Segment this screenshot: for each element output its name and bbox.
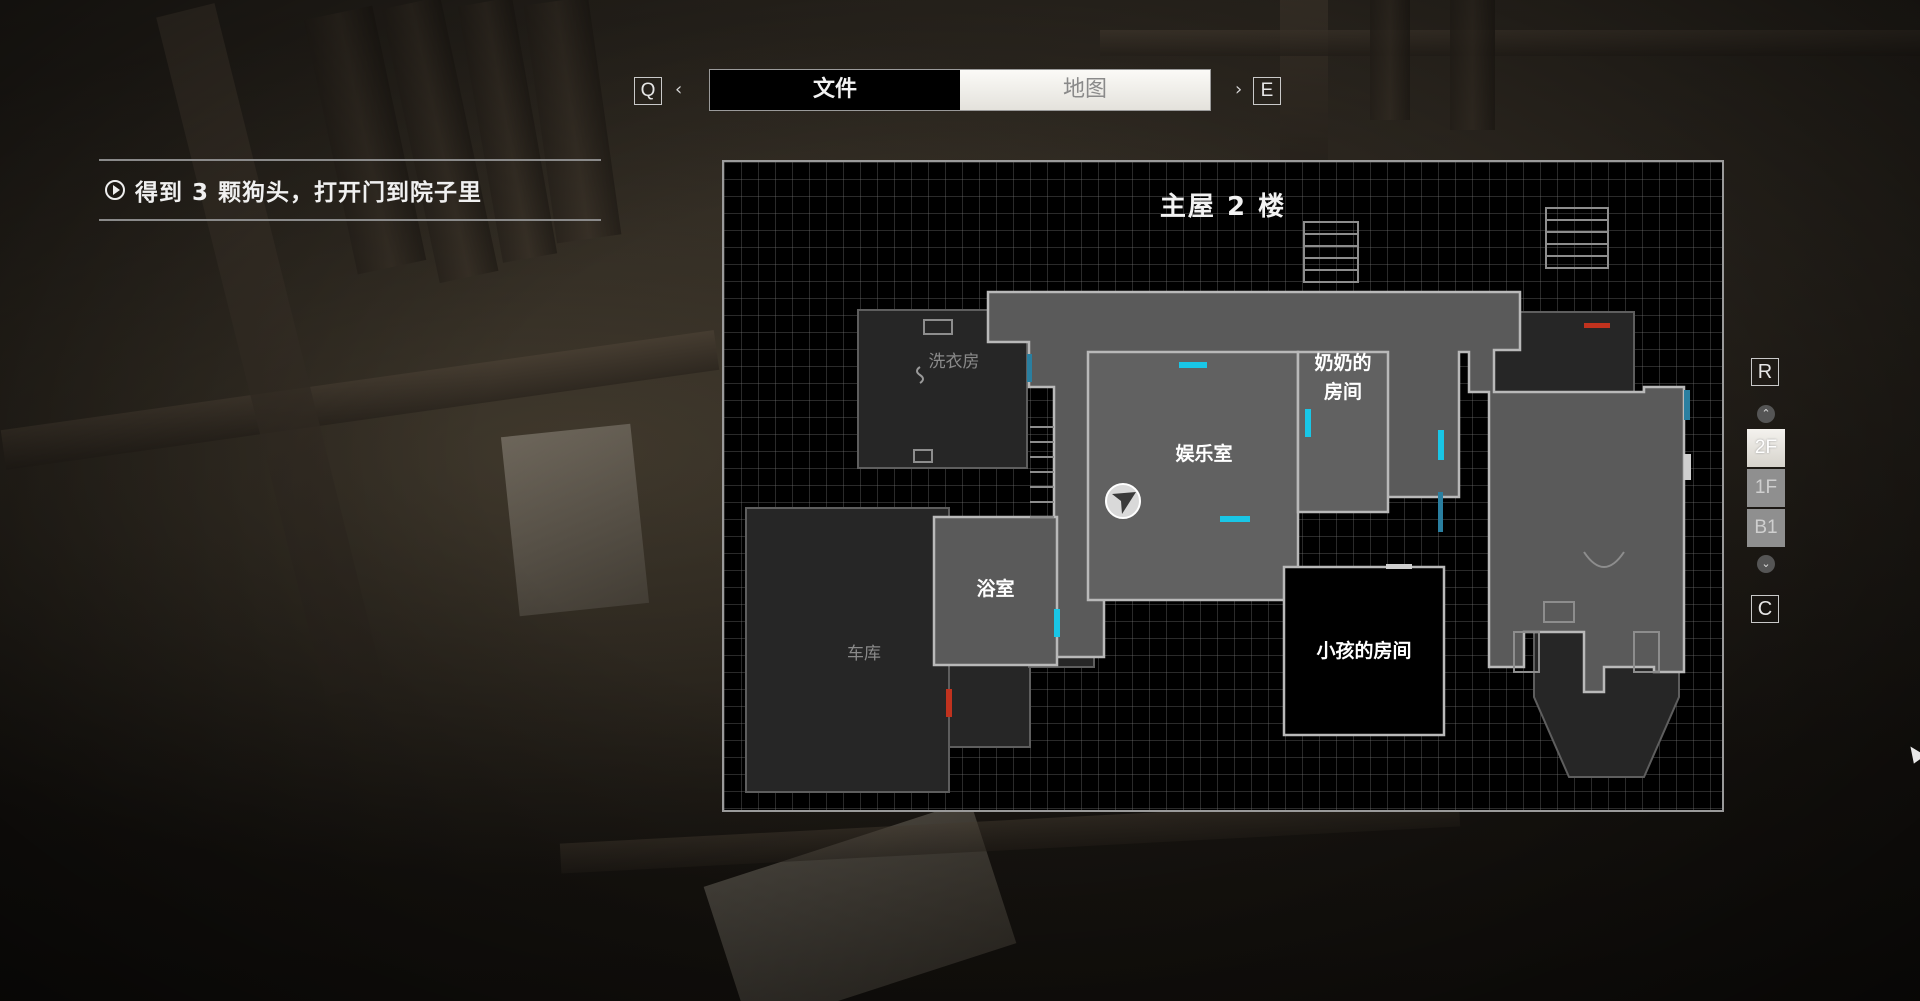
chevron-right-icon: ›	[1235, 79, 1243, 100]
door-grey	[1386, 564, 1412, 569]
chevron-up-icon[interactable]: ⌃	[1747, 399, 1785, 429]
tab-prev-key[interactable]: Q	[634, 77, 662, 105]
floor-1f[interactable]: 1F	[1747, 469, 1785, 507]
grandma-room-shape	[1296, 350, 1390, 514]
floor-b1[interactable]: B1	[1747, 509, 1785, 547]
player-position-arrow-icon	[1105, 483, 1141, 519]
door-blue	[1438, 492, 1443, 532]
play-circle-icon	[105, 180, 125, 200]
explored-rooms	[932, 290, 1686, 694]
map-panel[interactable]: 主屋 2 楼	[722, 160, 1724, 812]
objective-text: 得到 3 颗狗头，打开门到院子里	[135, 180, 483, 206]
objective-banner: 得到 3 颗狗头，打开门到院子里	[99, 159, 601, 221]
bathroom-shape	[932, 515, 1059, 667]
tab-files[interactable]: 文件	[710, 70, 960, 110]
door-cyan	[1179, 362, 1207, 368]
door-blue	[1027, 354, 1032, 382]
floor-up-key[interactable]: R	[1751, 358, 1779, 386]
floor-2f[interactable]: 2F	[1747, 429, 1785, 467]
floor-selector: ⌃ 2F 1F B1 ⌄	[1747, 399, 1785, 579]
tab-bar: 文件 地图	[709, 69, 1211, 111]
door-cyan	[1305, 409, 1311, 437]
chevron-down-icon[interactable]: ⌄	[1747, 549, 1785, 579]
tab-next-key[interactable]: E	[1253, 77, 1281, 105]
room-label-rec-room: 娱乐室	[1175, 443, 1233, 465]
room-label-kids-room: 小孩的房间	[1316, 640, 1412, 662]
room-label-laundry: 洗衣房	[928, 352, 980, 372]
door-grey	[1684, 454, 1691, 480]
tab-map[interactable]: 地图	[960, 70, 1210, 110]
floor-down-key[interactable]: C	[1751, 595, 1779, 623]
kids-room-shape	[1282, 565, 1446, 737]
door-red	[946, 689, 952, 717]
room-label-grandma-room-line2: 房间	[1323, 381, 1362, 403]
door-cyan	[1438, 430, 1444, 460]
doors	[946, 323, 1691, 717]
stairs	[1303, 207, 1609, 283]
room-label-grandma-room-line1: 奶奶的	[1314, 352, 1372, 374]
floor-plan	[745, 207, 1691, 793]
room-details	[913, 319, 1660, 673]
laundry-machine-icon	[916, 366, 924, 384]
room-label-bathroom: 浴室	[976, 578, 1015, 600]
door-red	[1584, 323, 1610, 328]
door-cyan	[1054, 609, 1060, 637]
door-blue	[1684, 390, 1690, 420]
door-cyan	[1220, 516, 1250, 522]
rec-room-shape	[1086, 350, 1300, 602]
room-label-garage: 车库	[847, 644, 881, 664]
map-title: 主屋 2 楼	[1159, 192, 1287, 222]
chevron-left-icon: ‹	[675, 79, 683, 100]
